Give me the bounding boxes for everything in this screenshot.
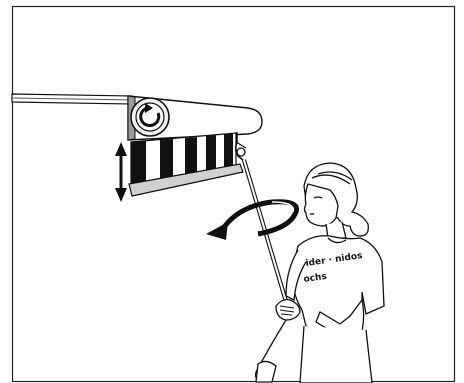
crank-rod: [244, 160, 290, 315]
crank-hub-icon: [131, 98, 169, 136]
frame-border: [13, 7, 455, 382]
rotation-arrow-icon: [206, 202, 297, 240]
hand: [276, 300, 300, 320]
wall-rail: [12, 94, 132, 104]
crank-eye-hook: [236, 132, 246, 160]
t-shirt: [294, 236, 385, 334]
up-down-arrow-icon: [115, 142, 127, 202]
